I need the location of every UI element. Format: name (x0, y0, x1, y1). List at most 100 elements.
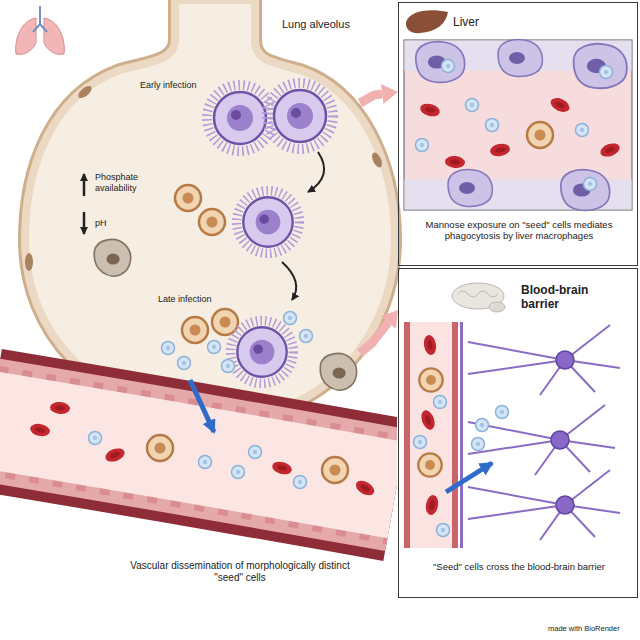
red-blood-cell (599, 141, 622, 159)
seed-cell (232, 466, 245, 479)
vessel-lumen (0, 420, 396, 490)
decrease-arrow (83, 212, 86, 234)
astrocyte-process (468, 325, 620, 395)
endothelium (0, 420, 396, 490)
yeast-cell (212, 309, 238, 335)
basement-membrane (460, 322, 463, 548)
red-blood-cell (419, 409, 437, 432)
red-blood-cell (445, 155, 466, 169)
region-title: Lung alveolus (282, 18, 350, 31)
yeast-cell (199, 209, 225, 235)
blood-vessel (0, 401, 396, 498)
seed-cell (162, 342, 175, 355)
yeast-cell (527, 122, 553, 148)
kupffer-cell (416, 42, 465, 83)
seed-cell (437, 524, 450, 537)
seed-cell (472, 438, 485, 451)
alveolus-region: Lung alveolusEarly infectionPhosphate av… (20, 8, 360, 370)
red-blood-cell (50, 401, 71, 415)
seed-cell (199, 456, 212, 469)
panel-title: Liver (453, 15, 479, 29)
epithelial-cell (76, 84, 93, 100)
red-blood-cell (548, 95, 571, 114)
seed-cell (414, 436, 427, 449)
seed-cell (434, 396, 447, 409)
bbb-art (404, 283, 620, 548)
sinusoid (404, 40, 632, 210)
seed-cell (222, 360, 235, 373)
yeast-cell (175, 185, 201, 211)
trachea (33, 6, 47, 32)
liver-panel: LiverMannose exposure on "seed" cells me… (398, 2, 638, 266)
yeast-cell (147, 435, 173, 461)
astrocyte-process (468, 470, 620, 540)
kupffer-cell (498, 40, 542, 77)
kupffer-cell (574, 44, 627, 88)
seed-cell (476, 419, 489, 432)
seed-cell (496, 406, 509, 419)
condition-label: Phosphate availability (95, 172, 165, 194)
capillary-lumen (404, 322, 458, 548)
stage-label: Early infection (140, 80, 197, 91)
bbb-panel: Blood-brain barrier "Seed" cells cross th… (398, 268, 638, 598)
astrocyte (551, 431, 569, 449)
panel-description: "Seed" cells cross the blood-brain barri… (407, 561, 631, 572)
increase-arrow (83, 174, 86, 196)
alveolar-macrophage (320, 354, 356, 391)
seed-cell (600, 66, 613, 79)
seed-cell (576, 124, 589, 137)
vessel-muscle (0, 420, 396, 490)
alveolus-lining (25, 0, 395, 420)
lung-lobe (16, 18, 36, 54)
panel-title: Blood-brain barrier (521, 283, 613, 312)
astrocyte (556, 496, 574, 514)
epithelial-cell (370, 151, 384, 169)
seed-cell (486, 119, 499, 132)
seed-cell (208, 341, 221, 354)
seed-cell (284, 312, 297, 325)
yeast-cell (182, 317, 208, 343)
kupffer-cell (561, 170, 610, 211)
panel-description: Mannose exposure on "seed" cells mediate… (407, 219, 631, 242)
red-blood-cell (419, 102, 441, 119)
lungs-icon (16, 6, 65, 54)
seed-cell (178, 357, 191, 370)
progression-arrow (308, 152, 324, 192)
dissemination-arrow (190, 380, 214, 432)
credit-text: made with BioRender (548, 624, 620, 633)
seed-cell (416, 139, 429, 152)
liver-art (404, 10, 632, 210)
dissemination-connector (360, 94, 382, 103)
titan-cell (237, 191, 300, 254)
seed-cell (300, 330, 313, 343)
yeast-cell (418, 453, 441, 476)
yeast-cell (419, 368, 442, 391)
astrocyte (556, 351, 574, 369)
stage-label: Late infection (158, 294, 212, 305)
seed-cell (584, 178, 597, 191)
progression-arrow (282, 262, 296, 300)
vessel-wall (0, 420, 396, 490)
seed-cell (89, 432, 102, 445)
brain-fold (458, 291, 498, 297)
epithelial-cell (25, 253, 33, 271)
yeast-cell (322, 457, 348, 483)
red-blood-cell (353, 478, 376, 498)
kupffer-cell (448, 170, 492, 207)
red-blood-cell (424, 494, 439, 516)
capillary-wall (452, 322, 458, 548)
titan-cell (267, 83, 333, 149)
seed-cell (249, 446, 262, 459)
red-blood-cell (29, 422, 51, 438)
brain-icon (489, 302, 505, 312)
caption-text: Vascular dissemination of morphologicall… (120, 560, 360, 584)
titan-cell (231, 321, 294, 384)
alveolar-macrophage (94, 240, 130, 277)
capillary-wall (404, 322, 410, 548)
lung-lobe (44, 18, 64, 54)
dissemination-connector (360, 323, 388, 353)
alveolus (25, 0, 395, 420)
seed-cell (466, 99, 479, 112)
